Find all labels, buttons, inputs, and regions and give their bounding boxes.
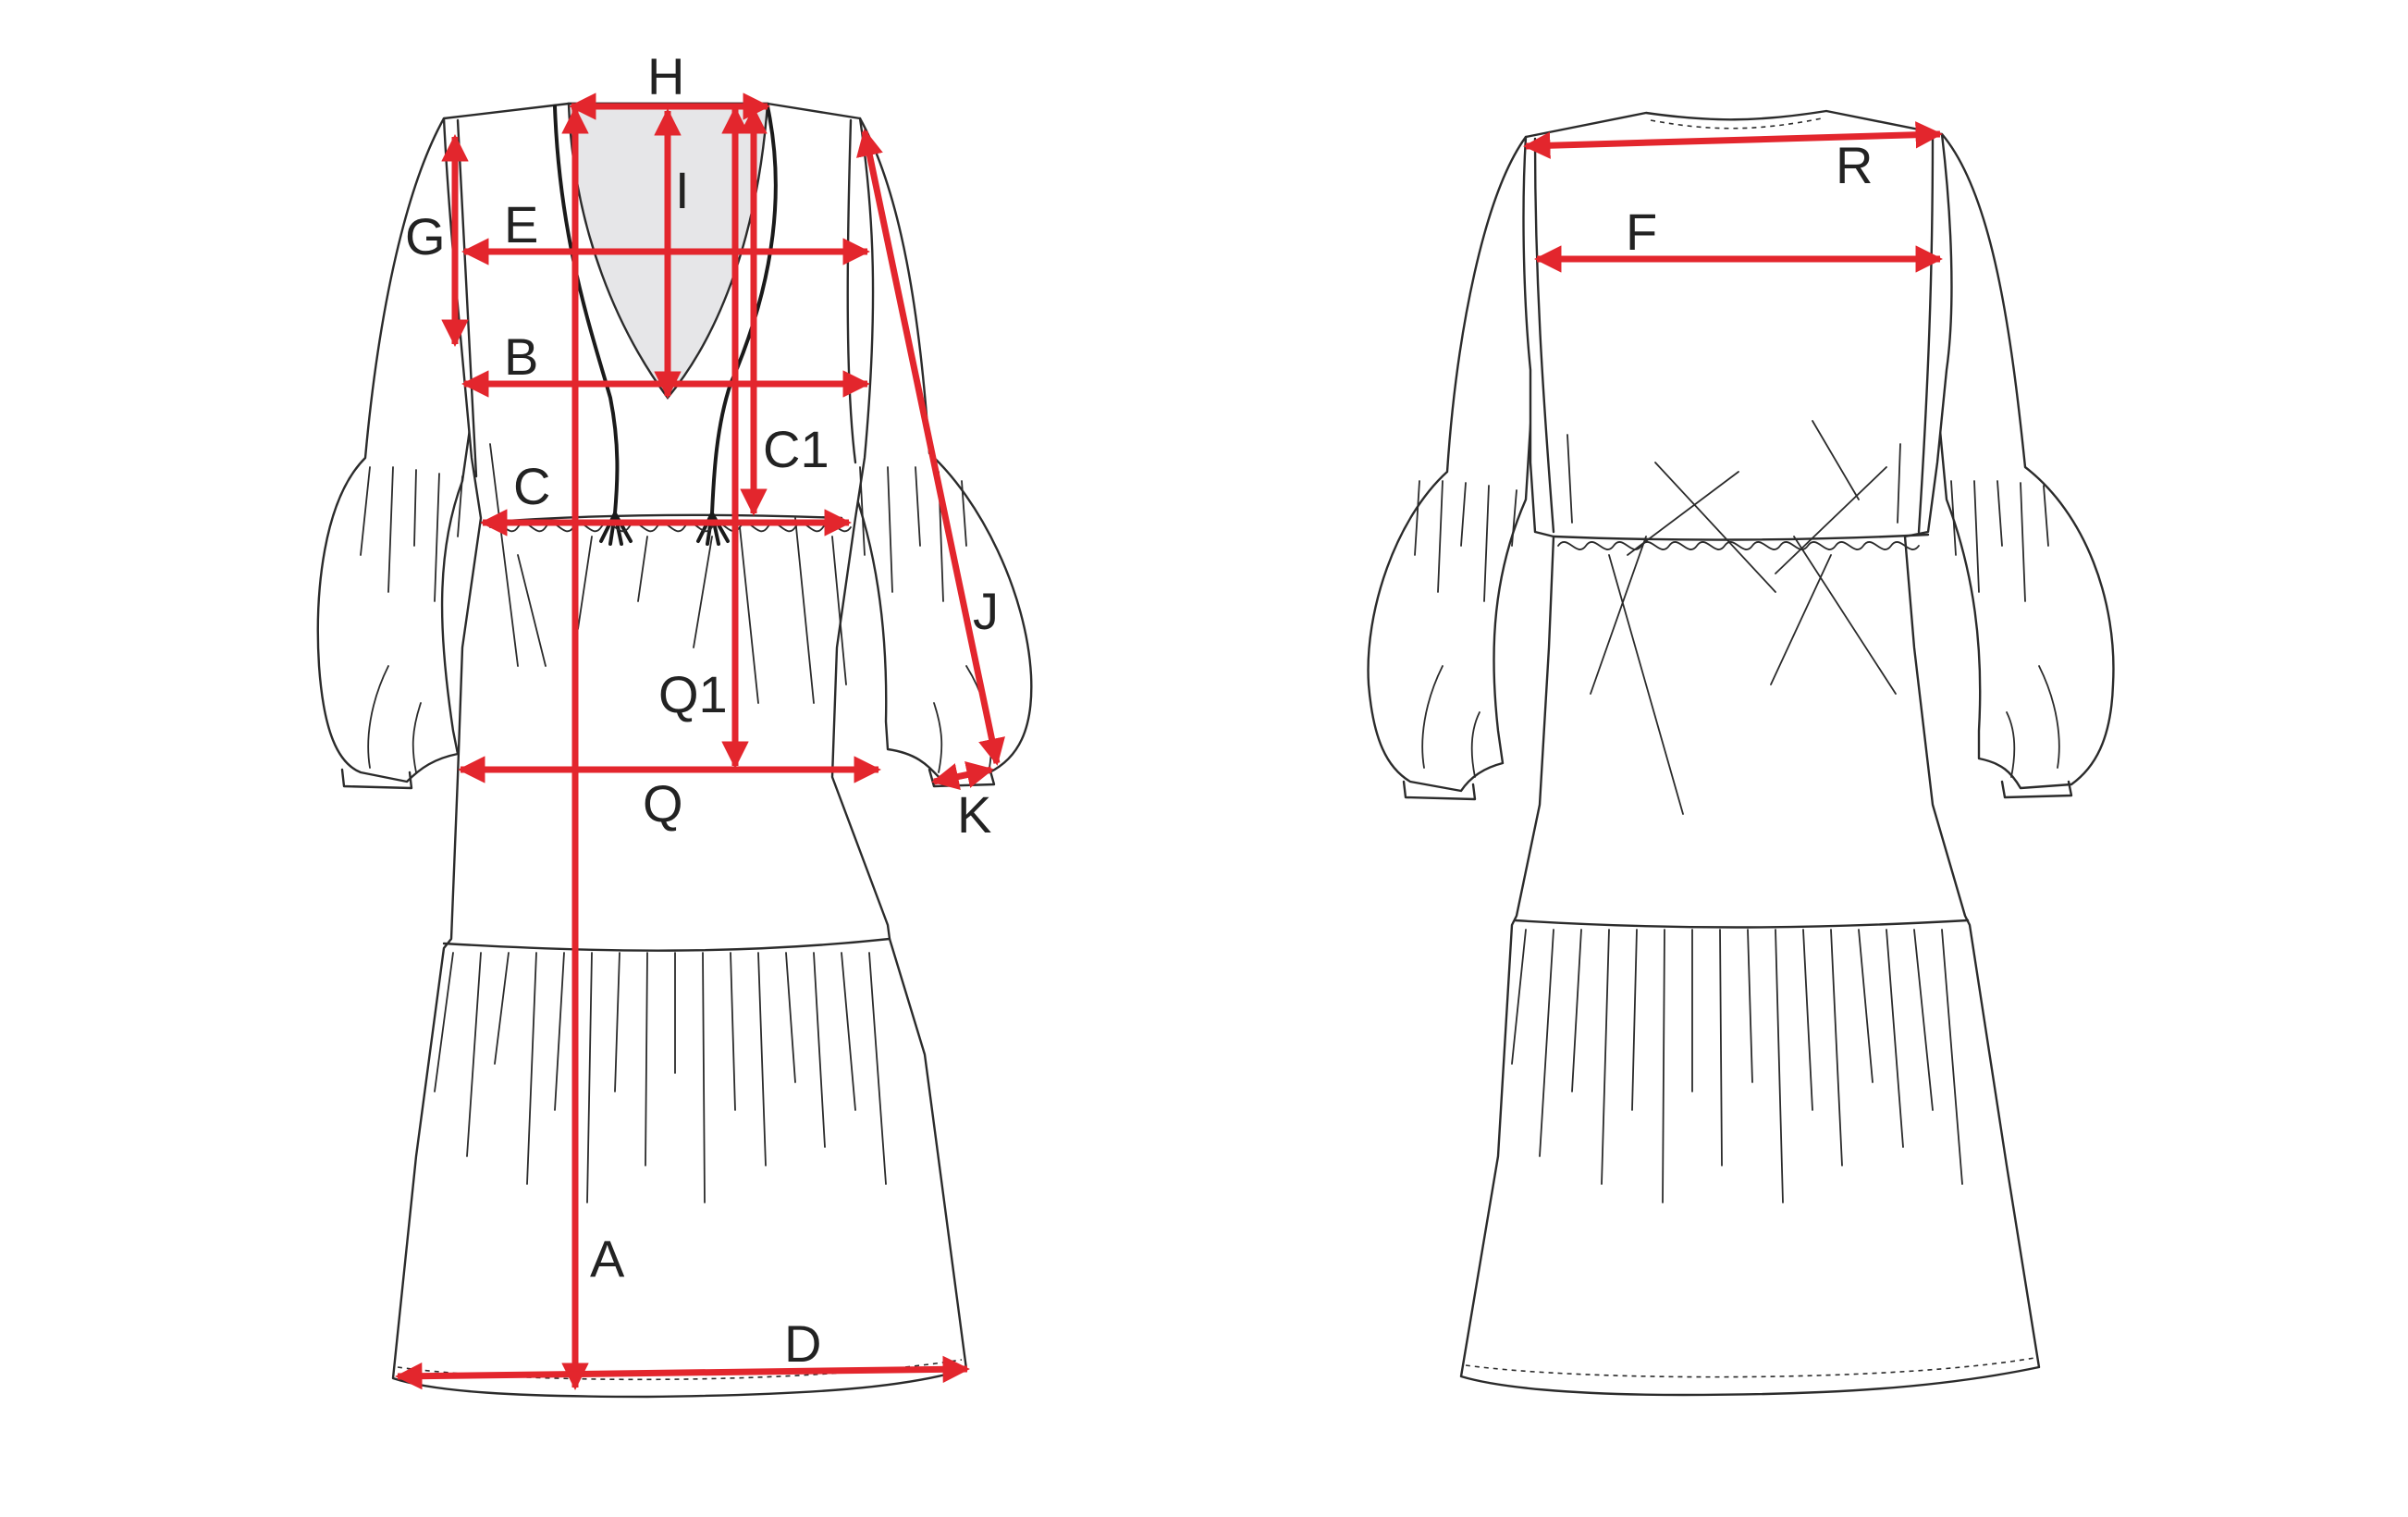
measure-line-R — [1523, 121, 1943, 159]
back-sleeve-gathers-right — [1950, 480, 2060, 778]
label-F: F — [1626, 203, 1657, 261]
measurement-labels: H I G E B C1 C J Q1 Q K A D R F — [405, 47, 1873, 1373]
back-hem-stitch — [1465, 1357, 2035, 1378]
front-view-sketch — [316, 102, 1033, 1399]
measure-line-J — [856, 129, 1005, 766]
measure-line-D — [395, 1355, 970, 1390]
label-K: K — [957, 785, 991, 844]
label-C: C — [513, 457, 550, 515]
label-J: J — [973, 582, 999, 640]
back-skirt-gathers — [1511, 929, 1963, 1203]
back-waist-ruffle — [1557, 541, 1920, 550]
back-tie-lines — [1566, 420, 1901, 815]
measurement-lines — [395, 92, 1943, 1390]
front-armhole-right — [846, 118, 857, 464]
label-R: R — [1836, 136, 1873, 194]
label-B: B — [504, 327, 538, 386]
back-bodice — [1459, 109, 2041, 1397]
front-left-sleeve — [316, 117, 483, 783]
label-Q: Q — [643, 774, 683, 832]
back-left-sleeve — [1367, 135, 1537, 793]
label-D: D — [784, 1314, 821, 1373]
label-A: A — [590, 1229, 625, 1288]
back-cuff-left — [1402, 780, 1477, 801]
back-armhole-left — [1533, 137, 1555, 534]
front-hip-seam — [442, 937, 891, 952]
front-cuff-left — [340, 768, 413, 790]
label-C1: C1 — [763, 420, 829, 478]
label-Q1: Q1 — [658, 665, 728, 723]
label-I: I — [675, 161, 690, 219]
front-skirt-gathers — [434, 952, 887, 1203]
label-E: E — [504, 195, 538, 253]
back-sleeve-gathers-left — [1414, 480, 1517, 778]
back-right-sleeve — [1931, 132, 2115, 790]
label-G: G — [405, 207, 446, 265]
back-waist-seam — [1552, 533, 1930, 541]
front-sleeve-gathers-left — [360, 466, 463, 773]
measure-line-K — [931, 761, 994, 790]
back-hip-seam — [1513, 919, 1970, 929]
back-view-sketch — [1367, 109, 2115, 1397]
label-H: H — [647, 47, 684, 105]
back-armhole-right — [1917, 135, 1935, 534]
back-cuff-right — [2000, 780, 2073, 799]
